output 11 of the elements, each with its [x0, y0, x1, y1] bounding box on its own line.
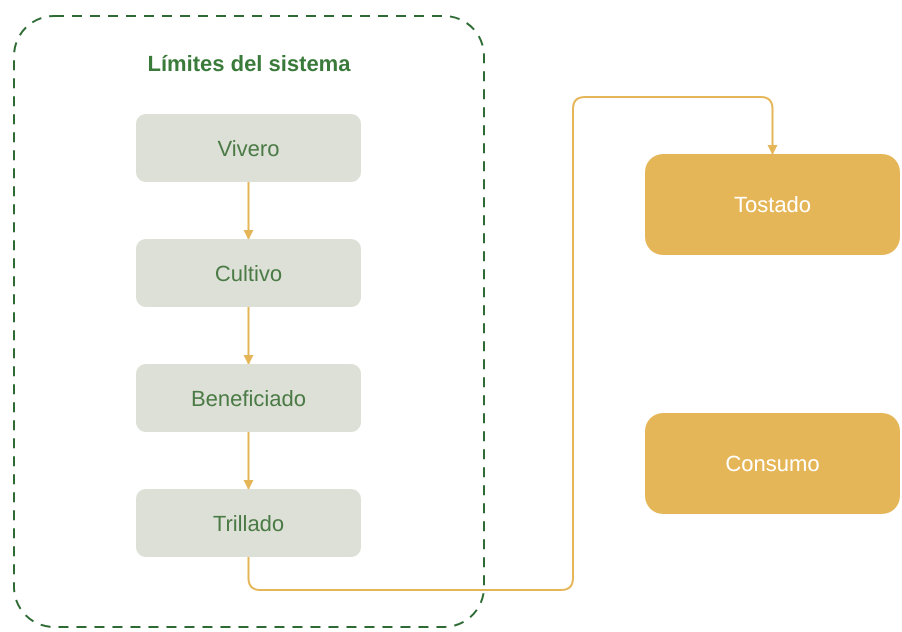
flow-arrow [244, 307, 254, 365]
process-box: Beneficiado [136, 364, 361, 432]
boundary-title: Límites del sistema [148, 50, 350, 78]
stage-box: Consumo [645, 413, 900, 514]
process-box: Vivero [136, 114, 361, 182]
process-box: Cultivo [136, 239, 361, 307]
stage-box: Tostado [645, 154, 900, 255]
process-box: Trillado [136, 489, 361, 557]
flow-arrow [248, 96, 778, 591]
flow-arrow [244, 182, 254, 240]
flow-arrow [244, 432, 254, 490]
